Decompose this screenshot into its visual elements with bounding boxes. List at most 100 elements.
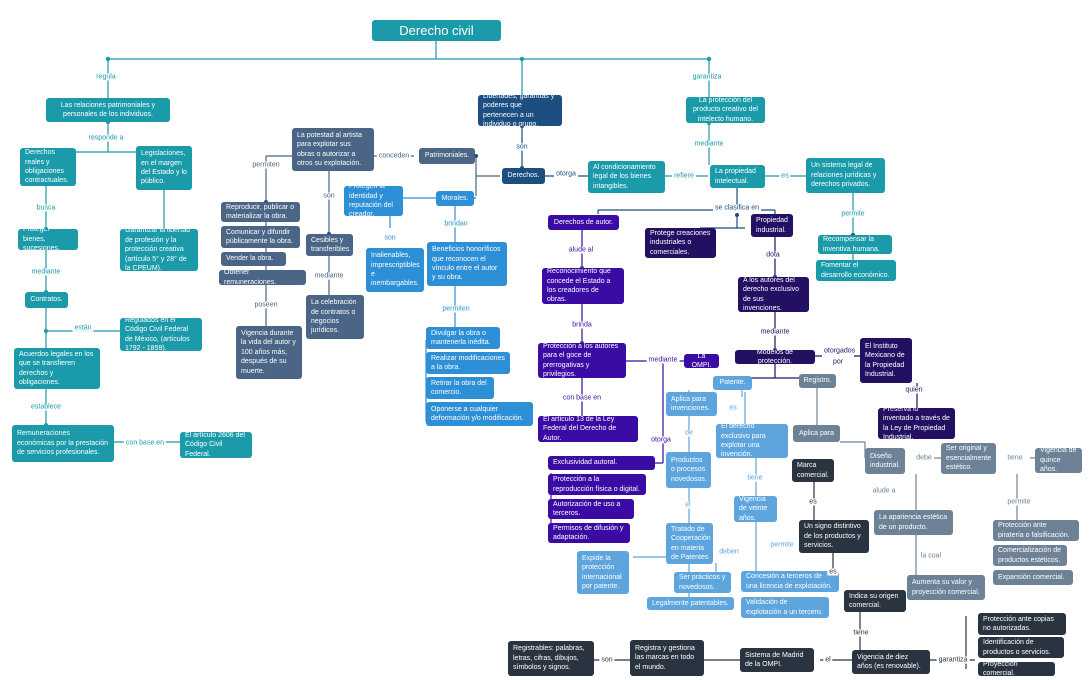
node-proteccion-reproduccion: Protección a la reproducción física o di… — [548, 474, 646, 495]
label-mediante-ompi: mediante — [646, 356, 680, 364]
node-realizar: Realizar modificaciones a la obra. — [426, 352, 510, 374]
label-debe: debe — [914, 454, 934, 462]
node-preserva: Preserva lo inventado a través de la Ley… — [878, 408, 955, 439]
label-es-patente: es — [727, 404, 739, 412]
node-inalienables: Inalienables, imprescriptibles e inembar… — [366, 248, 424, 292]
label-permiten: permiten — [250, 161, 282, 169]
label-alude-a: alude a — [870, 487, 898, 495]
node-diseno: Diseño industrial. — [865, 448, 905, 474]
node-aumenta: Aumenta su valor y proyección comercial. — [907, 575, 985, 600]
node-libertades: Libertades, garantías y poderes que pert… — [478, 95, 562, 126]
label-permiten-morales: permiten — [440, 305, 472, 313]
node-retirar: Retirar la obra del comercio. — [426, 377, 494, 399]
label-refiere: refiere — [672, 172, 696, 180]
node-vigencia-diez: Vigencia de diez años (es renovable). — [852, 650, 930, 674]
node-indica-origen: Indica su origen comercial. — [844, 590, 906, 612]
label-mediante-cesibles: mediante — [312, 272, 346, 280]
node-cesibles: Cesibles y transferibles. — [306, 234, 353, 256]
label-otorgados-por: otorgados por — [822, 346, 855, 368]
node-comunicar: Comunicar y difundir públicamente la obr… — [221, 226, 300, 248]
node-legislaciones: Legislaciones, en el margen del Estado y… — [136, 146, 192, 190]
label-tiene-patente: tiene — [745, 474, 765, 482]
label-mediante-left: mediante — [29, 268, 63, 276]
label-con-base-autor: con base en — [560, 394, 604, 402]
node-divulgar: Divulgar la obra o mantenerla inédita. — [426, 327, 500, 349]
node-patente: Patente. — [713, 376, 752, 390]
node-oponerse: Oponerse a cualquier deformación y/o mod… — [426, 402, 533, 426]
node-proteccion-pirateria: Protección ante piratería o falsificació… — [993, 520, 1079, 541]
label-son-morales: son — [382, 234, 398, 242]
label-permite-patente: permite — [768, 541, 796, 549]
node-potestad: La potestad al artista para explotar sus… — [292, 128, 374, 171]
node-relaciones: Las relaciones patrimoniales y personale… — [46, 98, 170, 122]
node-vigencia-veinte: Vigencia de veinte años. — [734, 496, 777, 522]
label-son-cesibles: son — [321, 192, 337, 200]
node-expansion: Expansión comercial. — [993, 570, 1073, 585]
label-garantiza-marca: garantiza — [936, 656, 970, 664]
node-derechos-autor: Derechos de autor. — [548, 215, 619, 230]
node-obtener: Obtener remuneraciones. — [219, 270, 306, 285]
node-vigencia-vida: Vigencia durante la vida del autor y 100… — [236, 326, 302, 379]
node-acuerdos: Acuerdos legales en los que se transfier… — [14, 348, 100, 389]
label-es-sistema: es — [779, 172, 791, 180]
node-articulo-13: El artículo 13 de la Ley Federal del Der… — [538, 416, 638, 442]
node-autores-derecho: A los autores del derecho exclusivo de s… — [738, 277, 809, 312]
label-mediante-pi: mediante — [692, 140, 726, 148]
label-poseen: poseen — [252, 301, 280, 309]
node-derechos-reales: Derechos reales y obligaciones contractu… — [20, 148, 76, 186]
root-title: Derecho civil — [372, 20, 501, 41]
label-dota: dota — [764, 251, 782, 259]
label-establece: establece — [29, 403, 63, 411]
node-regulados: Regulados en el Código Civil Federal de … — [120, 318, 202, 351]
label-es-signo: es — [827, 568, 839, 576]
label-estan: están — [72, 324, 94, 332]
node-tratado: Tratado de Cooperación en materia de Pat… — [666, 523, 713, 564]
node-recompensar: Recompensar la inventiva humana. — [818, 235, 892, 254]
node-ser-practicos: Ser prácticos y novedosos. — [674, 572, 731, 593]
node-celebracion: La celebración de contratos o negocios j… — [306, 295, 364, 339]
node-sistema-madrid: Sistema de Madrid de la OMPI. — [740, 648, 814, 672]
node-registrables: Registrables: palabras, letras, cifras, … — [508, 641, 594, 676]
node-identificacion: Identificación de productos o servicios. — [978, 637, 1064, 658]
label-conceden: conceden — [376, 152, 412, 160]
node-autorizacion: Autorización de uso a terceros. — [548, 499, 634, 519]
node-vigencia-quince: Vigencia de quince años. — [1035, 448, 1082, 473]
node-garantizar: Garantizar la libertad de profesión y la… — [120, 229, 198, 271]
node-proteger: Proteger bienes, sucesiones. — [18, 229, 78, 250]
node-propiedad-industrial: Propiedad industrial. — [751, 214, 793, 237]
node-aplica-invenciones: Aplica para invenciones. — [666, 392, 717, 416]
node-legalmente: Legalmente patentables. — [647, 597, 734, 610]
node-reproducir: Reproducir, publicar o materializar la o… — [221, 202, 300, 222]
node-productos-novedosos: Productos o procesos novedosos. — [666, 452, 711, 488]
label-es-marca: es — [807, 498, 819, 506]
node-ser-original: Ser original y esencialmente estético. — [941, 443, 996, 474]
node-proyeccion: Proyección comercial. — [978, 662, 1055, 676]
label-brinda: brinda — [570, 321, 594, 329]
node-impi: El Instituto Mexicano de la Propiedad In… — [860, 338, 912, 383]
node-apariencia: La apariencia estética de un producto. — [874, 510, 953, 535]
node-expide: Expide la protección internacional por p… — [577, 551, 629, 594]
label-permite-sistema: permite — [839, 210, 867, 218]
label-otorga-derechos: otorga — [554, 170, 578, 178]
node-sistema-legal: Un sistema legal de relaciones jurídicas… — [806, 158, 885, 193]
label-otorga-autor: otorga — [649, 436, 673, 444]
node-permisos: Permisos de difusión y adaptación. — [548, 523, 630, 543]
node-condicionamiento: Al condicionamiento legal de los bienes … — [588, 161, 665, 193]
node-propiedad-intelectual: La propiedad intelectual. — [710, 165, 765, 188]
label-el: el — [683, 501, 693, 509]
node-validacion: Validación de explotación a un tercero. — [741, 597, 829, 618]
node-derecho-exclusivo: El derecho exclusivo para explotar una i… — [716, 424, 788, 458]
node-proteccion-copias: Protección ante copias no autorizadas. — [978, 613, 1066, 635]
node-proteccion-producto: La protección del producto creativo del … — [686, 97, 765, 123]
label-alude-al: alude al — [566, 246, 596, 254]
label-con-base-left: con base en — [123, 439, 167, 447]
label-son-registrables: son — [599, 656, 615, 664]
label-responde: responde a — [86, 134, 126, 142]
label-la-cual: la cual — [918, 552, 944, 560]
node-exclusividad: Exclusividad autoral. — [548, 456, 655, 470]
node-fomentar: Fomentar el desarrollo económico. — [816, 260, 896, 281]
label-son-derechos: son — [514, 143, 530, 151]
node-comercializacion: Comercialización de productos estéticos. — [993, 545, 1067, 566]
label-garantiza: garantiza — [690, 73, 724, 81]
node-vender: Vender la obra. — [221, 252, 286, 266]
